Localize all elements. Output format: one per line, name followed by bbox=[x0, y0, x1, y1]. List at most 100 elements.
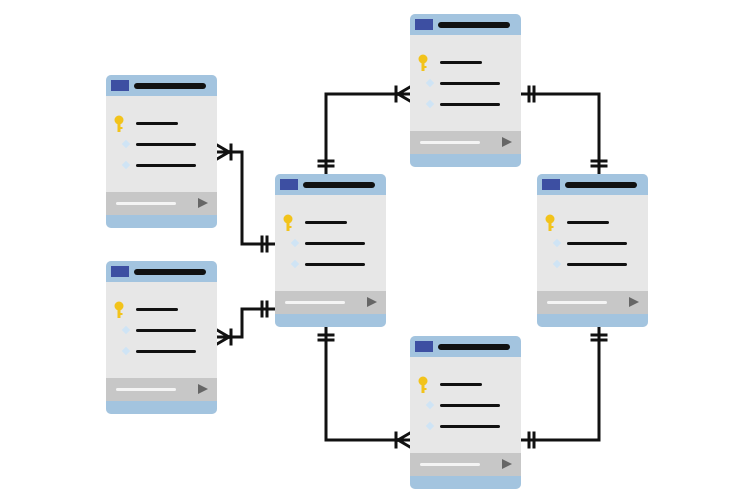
table-card-center[interactable] bbox=[275, 174, 386, 327]
field-name-bar bbox=[136, 143, 196, 146]
table-footer bbox=[537, 291, 648, 314]
table-header bbox=[275, 174, 386, 195]
footer-bar bbox=[547, 301, 607, 304]
table-field-row bbox=[275, 214, 386, 231]
table-bottom-bar bbox=[106, 215, 217, 228]
key-icon bbox=[545, 214, 555, 231]
table-header bbox=[410, 336, 521, 357]
play-icon[interactable] bbox=[502, 459, 512, 469]
field-name-bar bbox=[440, 404, 500, 407]
key-glyph bbox=[545, 214, 555, 231]
field-name-bar bbox=[305, 263, 365, 266]
table-header-icon bbox=[111, 266, 129, 277]
field-name-bar bbox=[136, 308, 178, 311]
field-name-bar bbox=[567, 221, 609, 224]
relationship-left-top-center bbox=[217, 150, 275, 246]
table-field-row bbox=[410, 400, 521, 411]
table-header bbox=[106, 261, 217, 282]
table-field-row bbox=[537, 259, 648, 270]
many-cardinality-mark bbox=[214, 334, 232, 347]
relationship-top-right bbox=[521, 92, 601, 174]
play-icon[interactable] bbox=[502, 137, 512, 147]
many-cardinality-mark bbox=[214, 327, 232, 340]
table-footer bbox=[106, 378, 217, 401]
table-bottom-bar bbox=[410, 154, 521, 167]
field-name-bar bbox=[305, 221, 347, 224]
field-icon bbox=[283, 259, 300, 270]
field-name-bar bbox=[136, 122, 178, 125]
field-diamond bbox=[425, 400, 435, 410]
table-bottom-bar bbox=[410, 476, 521, 489]
key-icon bbox=[114, 115, 124, 132]
field-name-bar bbox=[136, 350, 196, 353]
play-icon[interactable] bbox=[629, 297, 639, 307]
play-icon[interactable] bbox=[198, 384, 208, 394]
table-title-bar bbox=[303, 182, 375, 188]
table-card-left-bottom[interactable] bbox=[106, 261, 217, 414]
footer-bar bbox=[116, 202, 176, 205]
table-field-row bbox=[106, 325, 217, 336]
table-bottom-bar bbox=[275, 314, 386, 327]
field-diamond bbox=[425, 99, 435, 109]
table-card-right[interactable] bbox=[537, 174, 648, 327]
field-name-bar bbox=[440, 61, 482, 64]
table-card-left-top[interactable] bbox=[106, 75, 217, 228]
table-field-row bbox=[106, 139, 217, 150]
table-field-row bbox=[106, 160, 217, 171]
field-diamond bbox=[121, 346, 131, 356]
table-header-icon bbox=[542, 179, 560, 190]
table-title-bar bbox=[438, 344, 510, 350]
field-icon bbox=[114, 346, 131, 357]
key-icon bbox=[418, 54, 428, 71]
table-footer bbox=[106, 192, 217, 215]
field-name-bar bbox=[567, 242, 627, 245]
table-card-top[interactable] bbox=[410, 14, 521, 167]
field-name-bar bbox=[136, 329, 196, 332]
table-header-icon bbox=[111, 80, 129, 91]
table-field-row bbox=[275, 259, 386, 270]
table-header-icon bbox=[280, 179, 298, 190]
field-diamond bbox=[290, 238, 300, 248]
relationship-center-bottom bbox=[324, 327, 410, 442]
field-name-bar bbox=[440, 82, 500, 85]
table-bottom-bar bbox=[537, 314, 648, 327]
table-title-bar bbox=[565, 182, 637, 188]
footer-bar bbox=[420, 463, 480, 466]
field-diamond bbox=[552, 259, 562, 269]
relationship-center-top bbox=[324, 92, 410, 174]
table-field-row bbox=[106, 301, 217, 318]
many-cardinality-mark bbox=[214, 142, 232, 155]
field-name-bar bbox=[440, 425, 500, 428]
field-name-bar bbox=[440, 383, 482, 386]
field-diamond bbox=[425, 78, 435, 88]
table-field-row bbox=[275, 238, 386, 249]
field-diamond bbox=[121, 160, 131, 170]
table-footer bbox=[410, 131, 521, 154]
play-icon[interactable] bbox=[198, 198, 208, 208]
field-name-bar bbox=[305, 242, 365, 245]
key-glyph bbox=[418, 54, 428, 71]
field-icon bbox=[545, 238, 562, 249]
field-diamond bbox=[121, 139, 131, 149]
table-header-icon bbox=[415, 19, 433, 30]
play-icon[interactable] bbox=[367, 297, 377, 307]
table-header bbox=[537, 174, 648, 195]
table-bottom-bar bbox=[106, 401, 217, 414]
key-icon bbox=[114, 301, 124, 318]
table-footer bbox=[275, 291, 386, 314]
table-field-row bbox=[410, 78, 521, 89]
relationship-bottom-right bbox=[521, 327, 601, 442]
field-icon bbox=[545, 259, 562, 270]
many-cardinality-mark bbox=[395, 84, 413, 97]
field-name-bar bbox=[440, 103, 500, 106]
table-card-bottom[interactable] bbox=[410, 336, 521, 489]
table-field-row bbox=[410, 99, 521, 110]
field-icon bbox=[418, 78, 435, 89]
table-header-icon bbox=[415, 341, 433, 352]
table-header bbox=[410, 14, 521, 35]
many-cardinality-mark bbox=[214, 149, 232, 162]
key-icon bbox=[283, 214, 293, 231]
table-field-row bbox=[410, 54, 521, 71]
